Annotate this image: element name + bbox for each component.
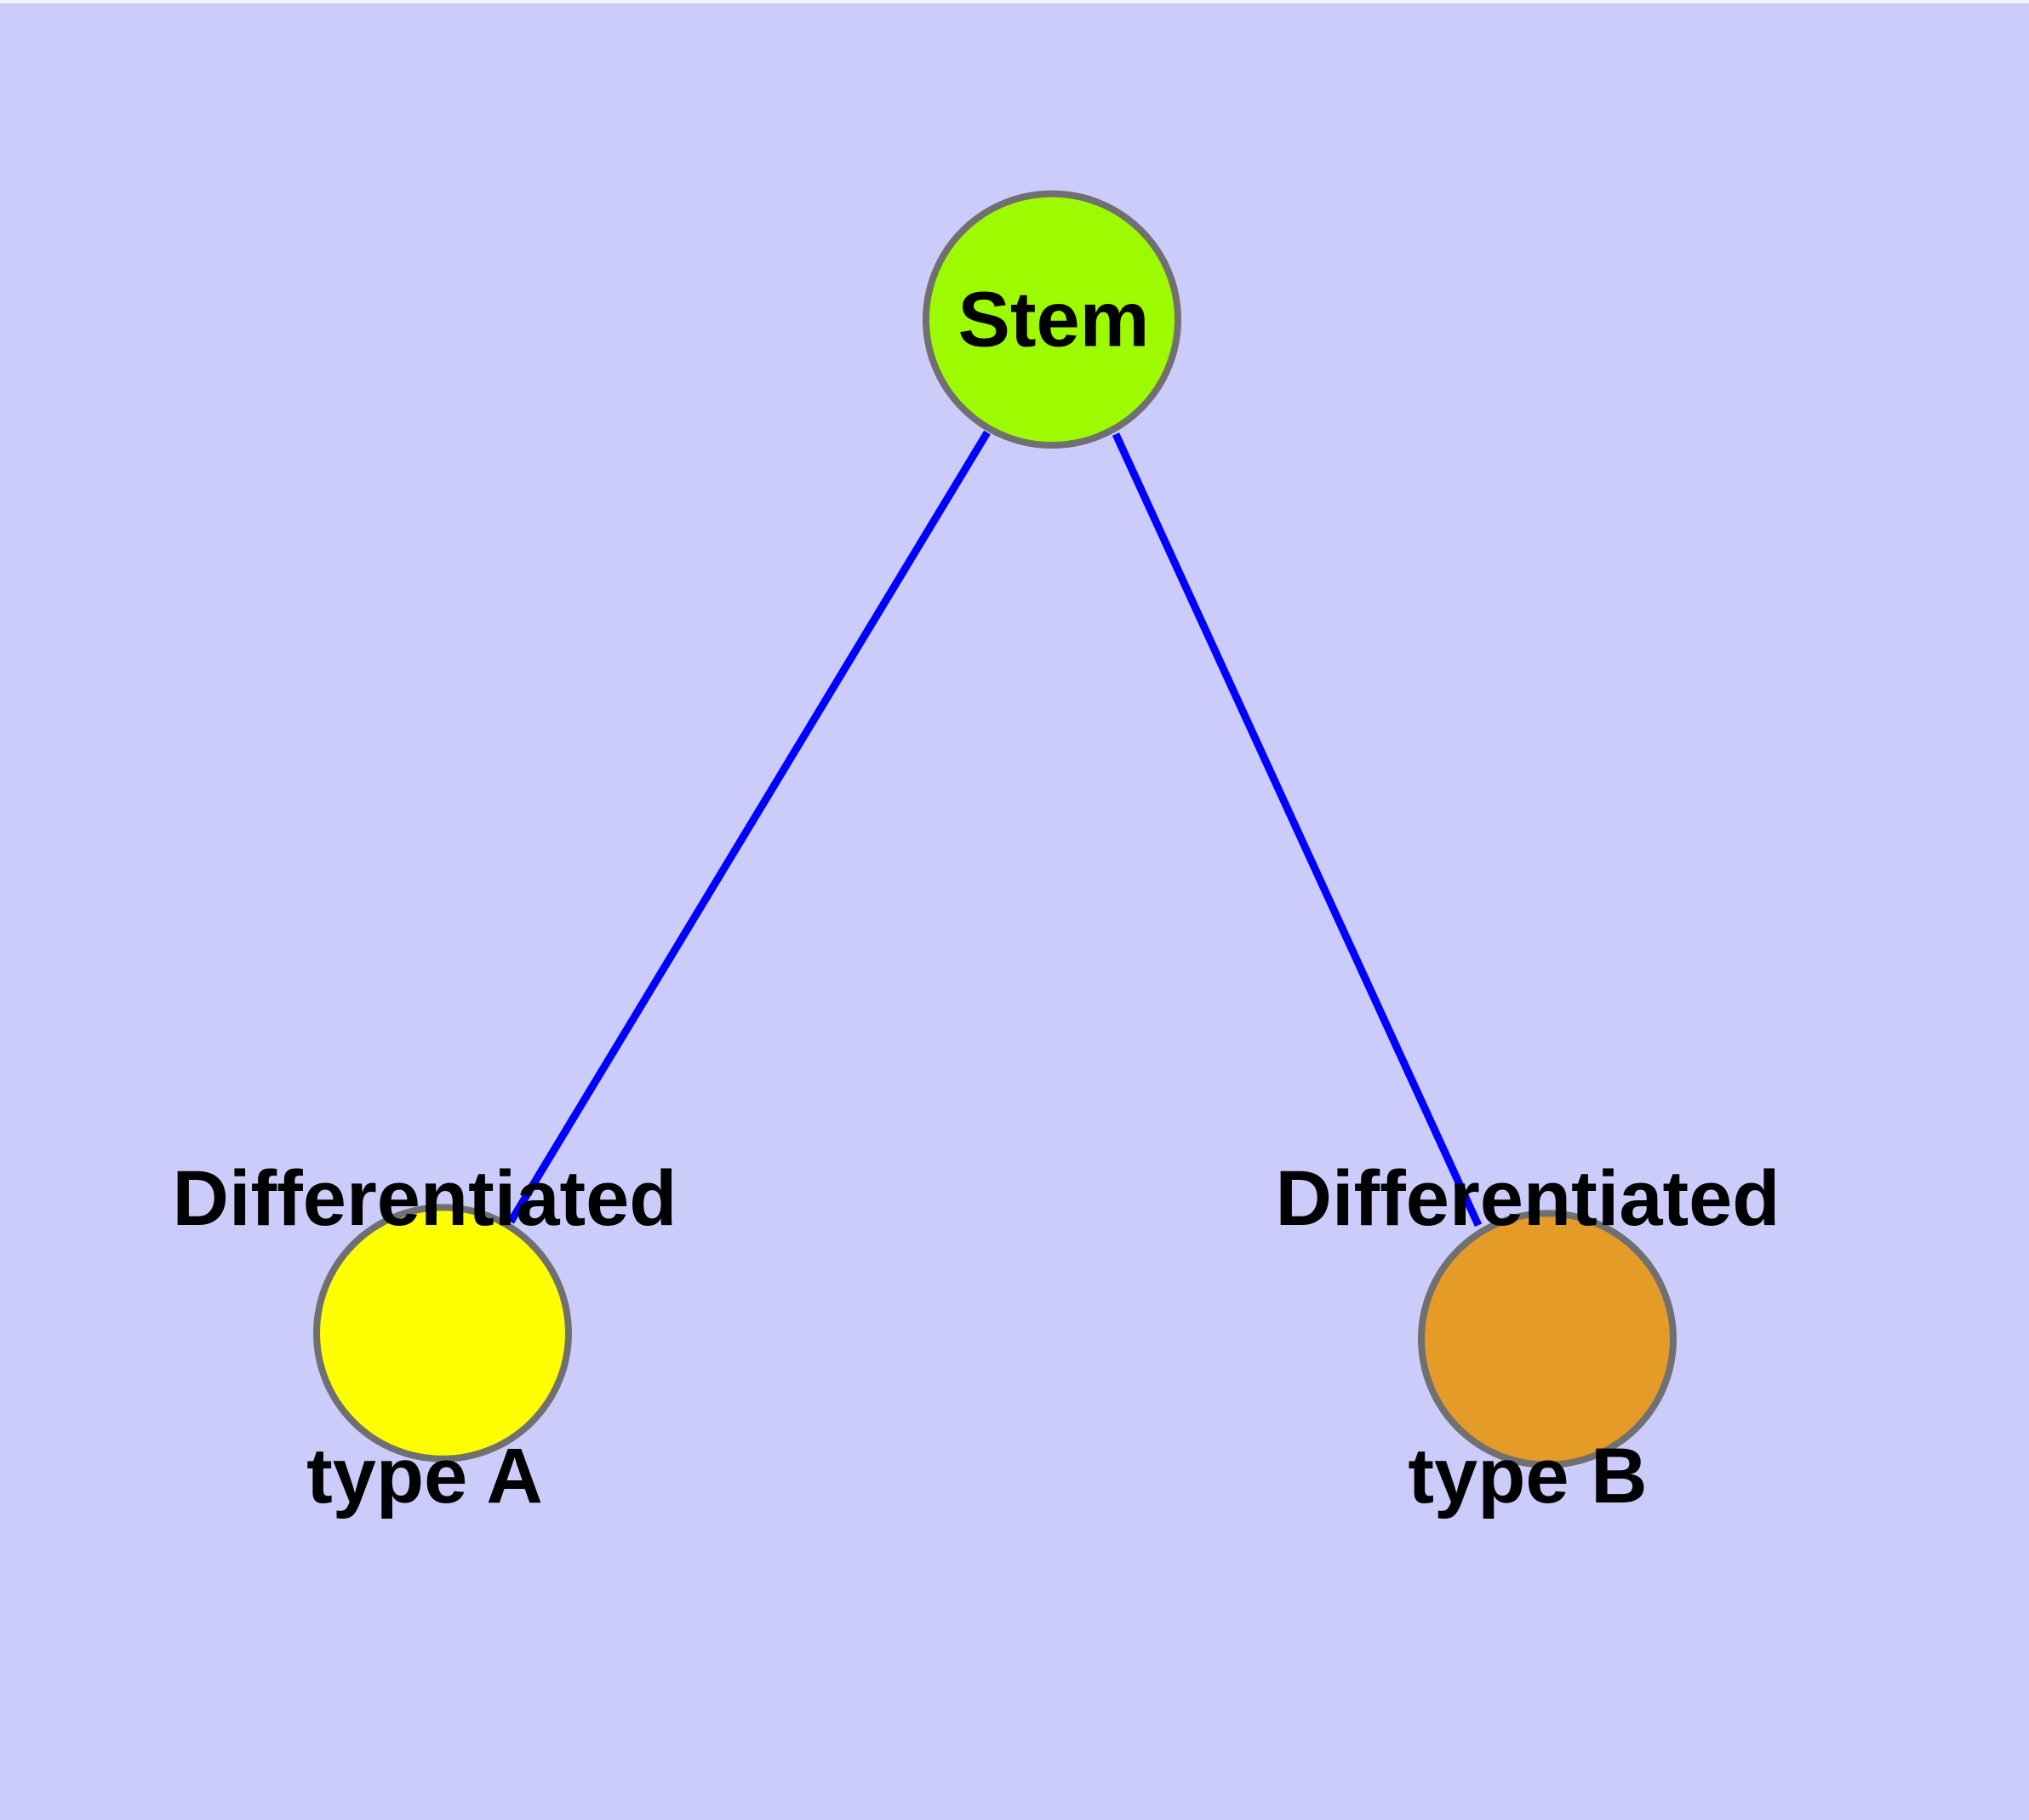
edge-stem-to-differentiated-type-b[interactable]	[1112, 432, 1483, 1228]
node-differentiated-type-b[interactable]	[1418, 1210, 1677, 1468]
graph-svg	[313, 190, 1677, 1468]
edge-layer	[507, 430, 1483, 1228]
edge-stem-to-differentiated-type-a[interactable]	[507, 430, 991, 1224]
node-layer	[313, 190, 1677, 1468]
node-stem[interactable]	[923, 190, 1181, 449]
node-differentiated-type-a[interactable]	[313, 1204, 572, 1462]
